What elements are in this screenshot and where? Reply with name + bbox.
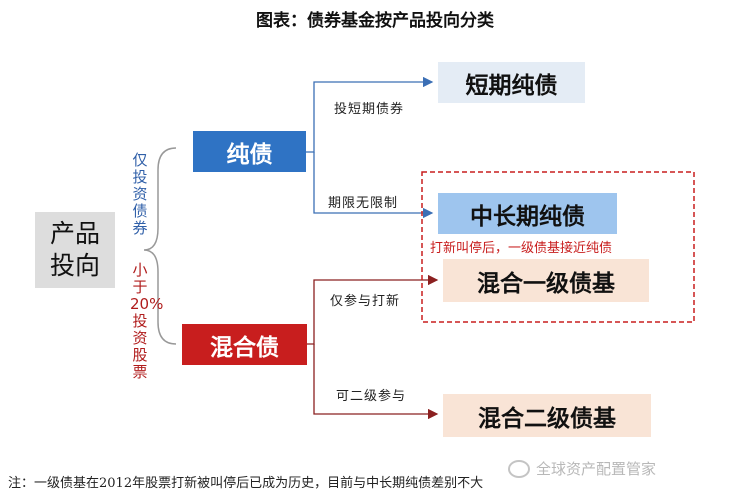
mixed-bond-node: 混合债 (182, 324, 307, 365)
connector-mixed-tier1 (307, 274, 439, 345)
diagram-title: 图表：债券基金按产品投向分类 (256, 11, 494, 31)
branch-label-unlimited: 期限无限制 (328, 196, 399, 211)
root-brace (143, 147, 177, 345)
branch-label-short: 投短期债券 (334, 102, 405, 117)
wechat-icon (508, 459, 530, 478)
branch-label-secondary: 可二级参与 (336, 389, 407, 404)
mixed-criterion-label: 小于20%投资股票 (130, 261, 164, 381)
watermark: 全球资产配置管家 (508, 458, 656, 479)
root-node: 产品 投向 (35, 212, 115, 288)
footnote: 注：一级债基在2012年股票打新被叫停后已成为历史，目前与中长期纯债差别不大 (8, 476, 484, 491)
connector-pure-midlong (313, 152, 434, 219)
connector-mixed-tier2 (313, 344, 439, 420)
highlight-note: 打新叫停后，一级债基接近纯债 (430, 241, 613, 256)
branch-label-ipo: 仅参与打新 (330, 294, 401, 309)
short-pure-node: 短期纯债 (438, 62, 585, 103)
mixed-tier2-node: 混合二级债基 (443, 394, 651, 437)
watermark-text: 全球资产配置管家 (536, 460, 657, 478)
highlight-dashed-frame (421, 171, 695, 323)
connector-pure-short (306, 76, 434, 153)
pure-criterion-label: 仅投资债券 (132, 151, 148, 237)
pure-bond-node: 纯债 (193, 131, 306, 172)
root-node-line1: 产品 (49, 219, 100, 248)
midlong-pure-node: 中长期纯债 (438, 193, 617, 234)
mixed-tier1-node: 混合一级债基 (443, 259, 649, 302)
root-node-line2: 投向 (49, 251, 100, 280)
